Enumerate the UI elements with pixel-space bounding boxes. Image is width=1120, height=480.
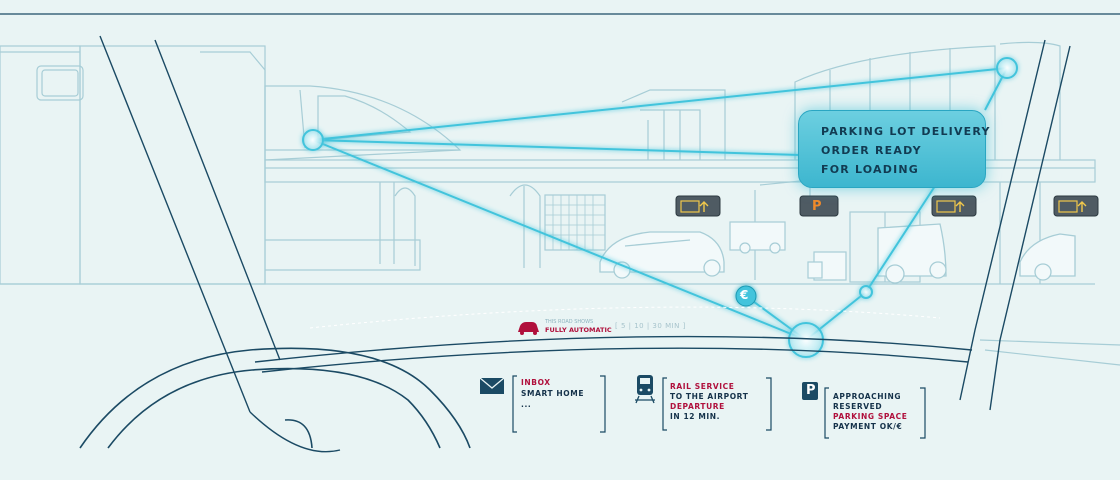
- parking-line-4: PAYMENT OK/€: [833, 422, 903, 431]
- callout-line-3: FOR LOADING: [821, 163, 920, 176]
- inbox-line-2: SMART HOME: [521, 389, 585, 398]
- car-far-right: [1019, 233, 1076, 281]
- charging-sign-icon: [1053, 195, 1099, 217]
- rail-line-4: IN 12 MIN.: [670, 412, 721, 421]
- drive-mode-bracket: [ 5 | 10 | 30 MIN ]: [615, 322, 686, 330]
- charging-sign-icon: [931, 195, 977, 217]
- city-background: [0, 41, 1120, 366]
- rail-line-3: DEPARTURE: [670, 402, 725, 411]
- train-icon: [635, 375, 655, 404]
- parking-line-1: APPROACHING: [833, 392, 902, 401]
- hud-brackets: [512, 375, 926, 439]
- van: [729, 221, 786, 254]
- parcel-boxes: [807, 251, 847, 281]
- steering-wheel: [79, 347, 471, 449]
- inbox-line-3: ...: [521, 400, 532, 409]
- parking-icon: [802, 382, 818, 400]
- euro-icon: [735, 285, 757, 307]
- parking-line-2: RESERVED: [833, 402, 883, 411]
- inbox-title: INBOX: [521, 378, 551, 387]
- rail-line-1: RAIL SERVICE: [670, 382, 735, 391]
- mail-icon: [479, 377, 505, 394]
- charging-sign-icon: [675, 195, 721, 217]
- delivery-callout: PARKING LOT DELIVERY ORDER READY FOR LOA…: [798, 110, 989, 188]
- parking-line-3: PARKING SPACE: [833, 412, 908, 421]
- euro-symbol: €: [740, 288, 749, 302]
- parking-icon-letter: P: [806, 383, 816, 398]
- car-right: [877, 223, 947, 284]
- network-nodes: [302, 57, 1018, 358]
- callout-line-1: PARKING LOT DELIVERY: [821, 125, 991, 138]
- car-left: [599, 231, 725, 279]
- connection-network: [312, 67, 1008, 341]
- drive-mode-small: THIS ROAD SHOWS: [545, 319, 594, 325]
- drive-mode-label: FULLY AUTOMATIC: [545, 326, 612, 334]
- parking-sign-icon: [799, 195, 839, 217]
- windshield-frame: [99, 35, 1071, 453]
- callout-line-2: ORDER READY: [821, 144, 922, 157]
- rail-line-2: TO THE AIRPORT: [670, 392, 749, 401]
- parking-sign-letter: P: [812, 199, 822, 214]
- car-icon: [518, 322, 539, 335]
